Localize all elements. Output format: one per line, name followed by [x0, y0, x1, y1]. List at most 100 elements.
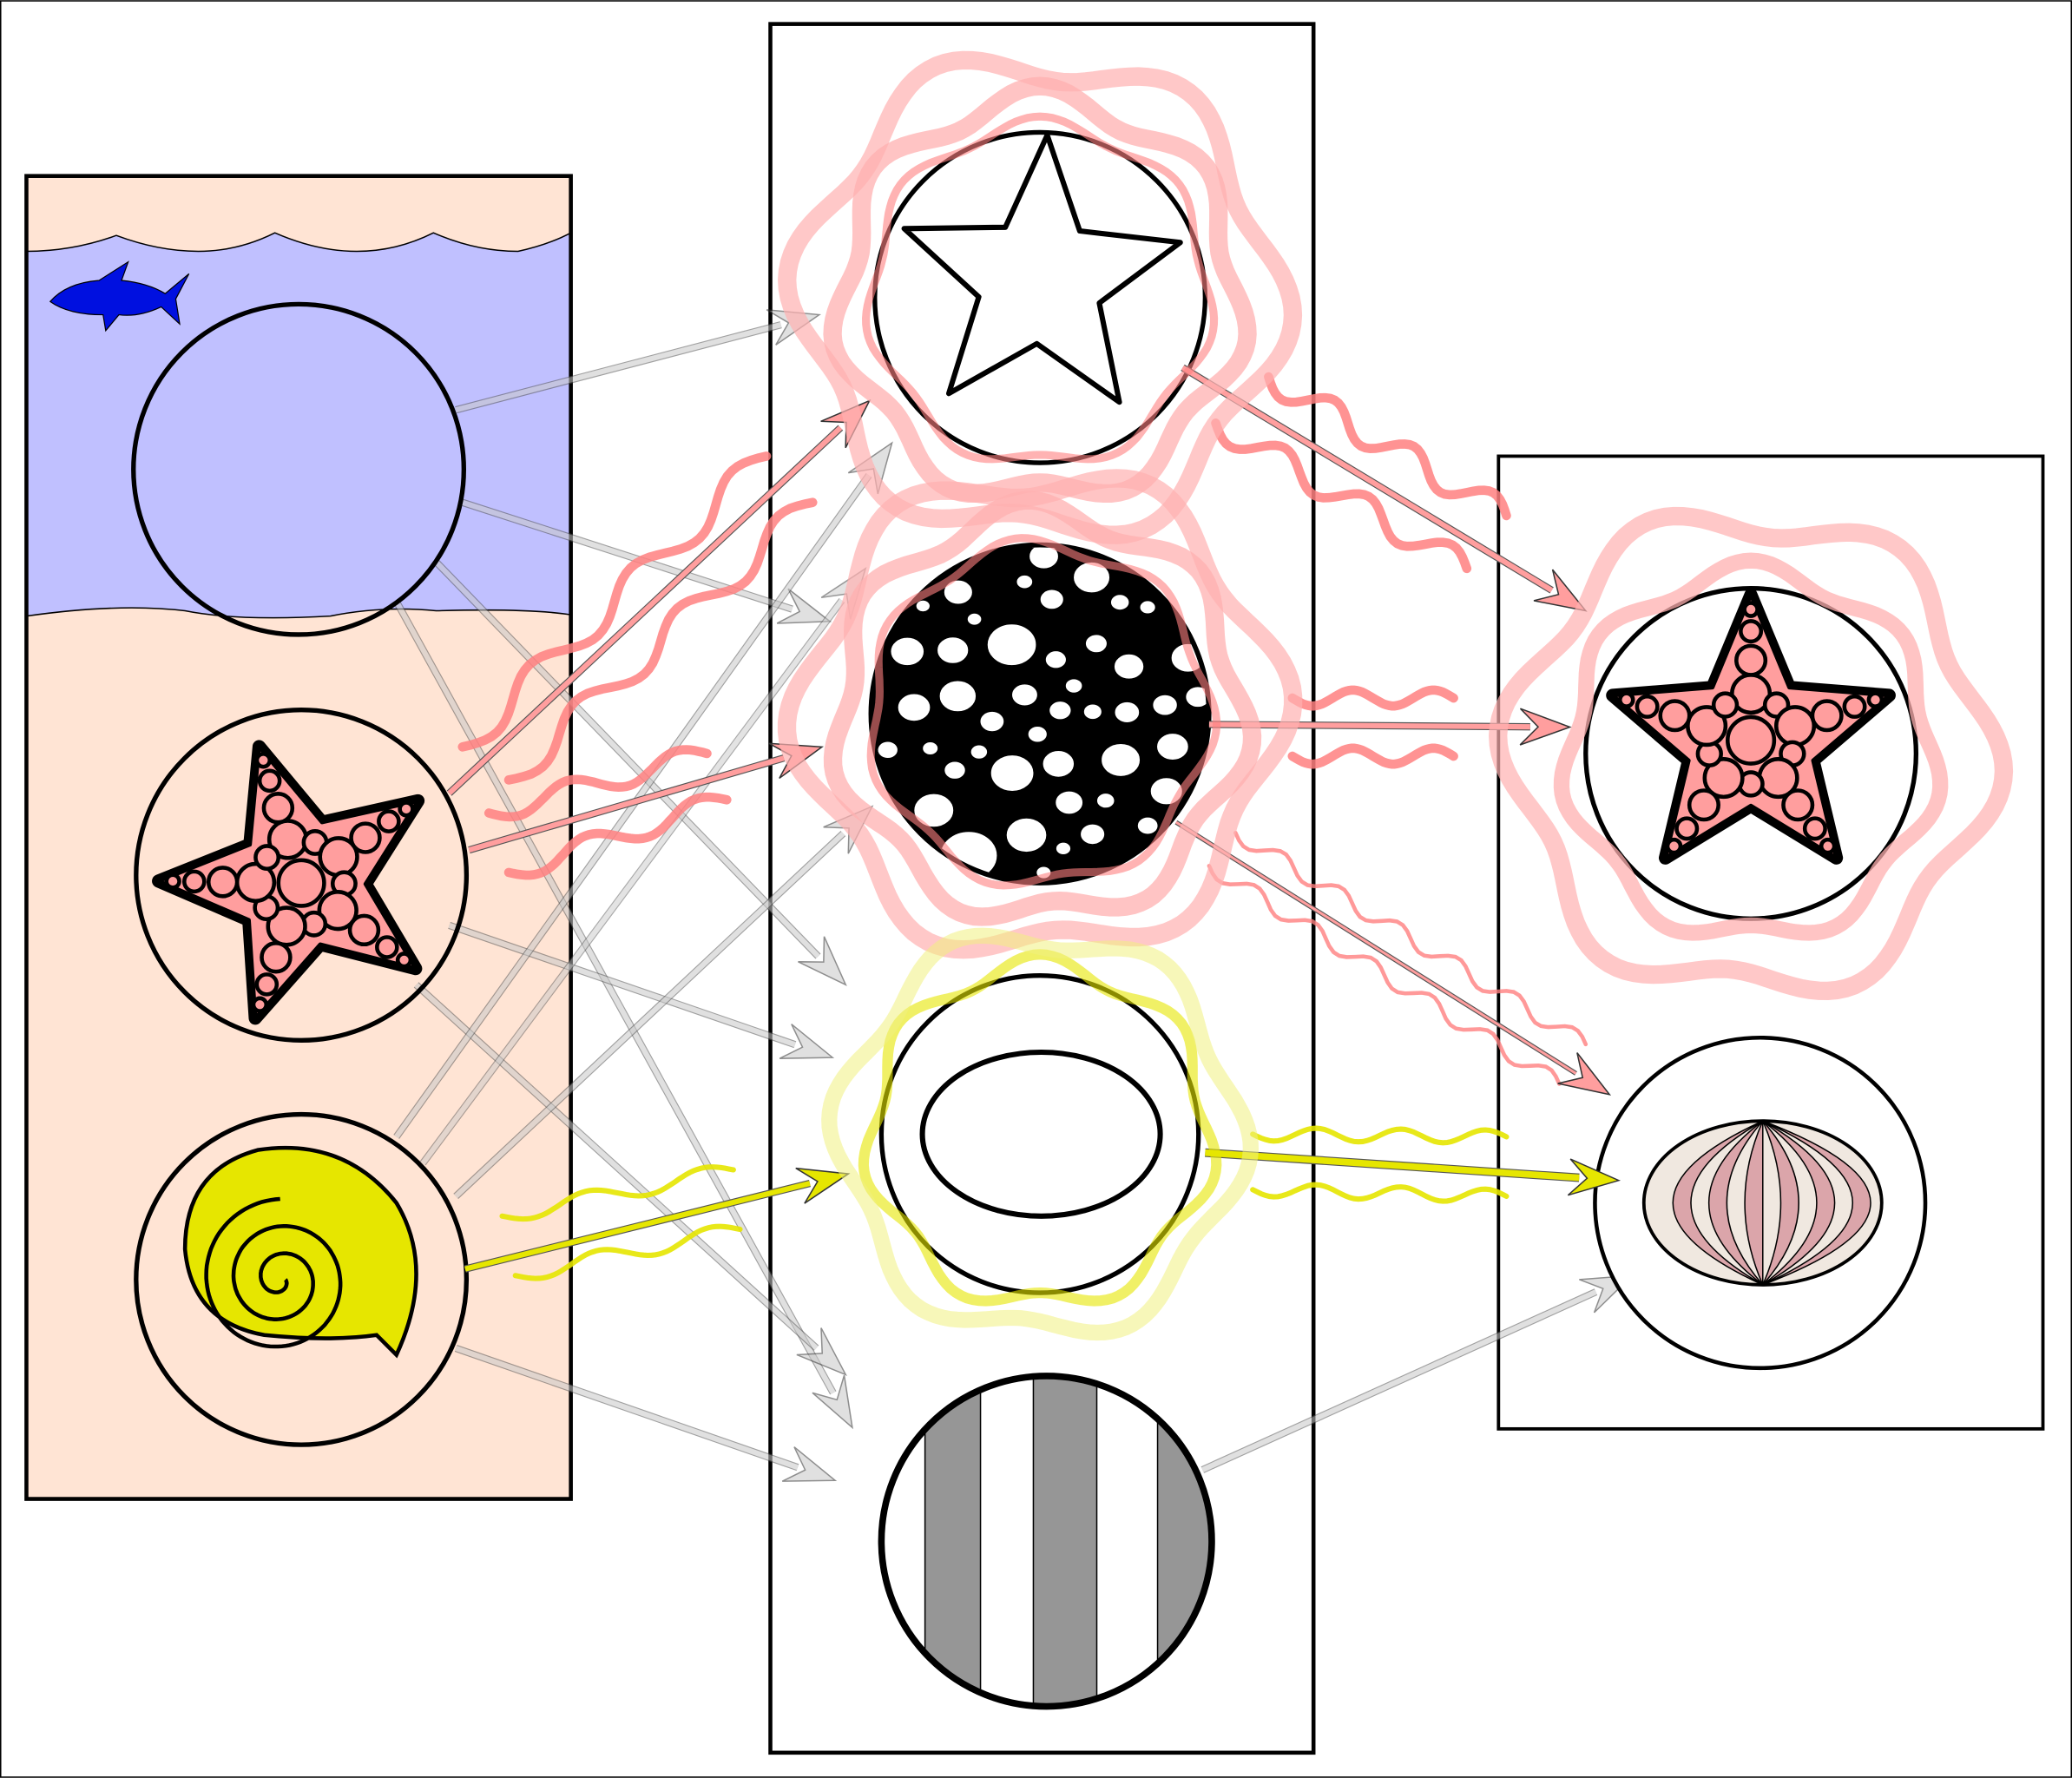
arrow-shaft [434, 560, 820, 958]
starfish-spot [1739, 619, 1764, 644]
glow-ring [823, 491, 1262, 926]
starfish-spot [276, 858, 326, 908]
gray-arrow [448, 921, 835, 1059]
bubble [1137, 598, 1158, 616]
starfish-spot [253, 844, 281, 872]
starfish-spot [1810, 699, 1844, 733]
wavy-line [1211, 418, 1472, 574]
starfish-spot [1866, 691, 1885, 708]
bubble [1112, 699, 1142, 726]
starfish-spot [1687, 788, 1720, 822]
arrow-shaft [1208, 721, 1530, 730]
starfish-spot [266, 905, 307, 947]
bubble [875, 739, 900, 761]
glow-ring [1489, 506, 2014, 1001]
glow-ring [777, 469, 1303, 959]
arrowhead [776, 588, 832, 624]
wavy-line [1250, 1125, 1510, 1146]
starfish-spot [1773, 705, 1817, 747]
wavy-line [1250, 1182, 1510, 1204]
starfish-spot [254, 752, 273, 769]
bubble [1053, 840, 1074, 858]
bubble [888, 635, 927, 668]
bubble [1078, 821, 1108, 847]
bubble [964, 610, 984, 628]
starfish-icon [1606, 588, 1896, 865]
arrowhead [796, 1327, 847, 1376]
starfish-spot [260, 941, 293, 974]
arrow-shaft [394, 473, 872, 1139]
starfish-spot [164, 873, 181, 890]
arrow-shaft [420, 598, 845, 1165]
starfish-spot [1658, 699, 1692, 733]
starfish-spot [1725, 714, 1777, 766]
starfish-spot [395, 952, 413, 969]
starfish-spot [377, 809, 401, 833]
bubble [1062, 676, 1085, 695]
starfish-spot [1617, 691, 1635, 708]
bubble [1047, 699, 1074, 722]
bubble [1053, 788, 1086, 817]
bubble [941, 577, 975, 607]
pink-arrow [1174, 820, 1612, 1096]
starfish-spot [347, 913, 381, 947]
arrow-shaft [468, 755, 785, 853]
starfish-spot [349, 821, 382, 854]
arrowhead [1567, 1158, 1621, 1196]
arrow-shaft [455, 1346, 799, 1471]
wavy-line [1264, 372, 1511, 521]
bubble [984, 622, 1039, 668]
starfish-spot [1702, 757, 1745, 800]
bubble [1108, 592, 1132, 613]
starfish-spot [254, 972, 280, 997]
wavy-line [1287, 685, 1458, 711]
arrowhead [812, 1374, 853, 1430]
fish-icon [49, 260, 190, 333]
bubble [935, 635, 971, 666]
wavy-line [1287, 743, 1458, 769]
arrow-shaft [1201, 1289, 1597, 1472]
bubble [1025, 723, 1049, 745]
arrowhead [1533, 569, 1588, 612]
yellow-arrow [464, 1167, 851, 1273]
bubble [1037, 587, 1066, 612]
glow-ring [858, 949, 1222, 1307]
glow-ring [778, 50, 1303, 544]
starfish-spot [1711, 691, 1740, 719]
bubble [1014, 572, 1036, 591]
wavy-line [499, 1164, 736, 1222]
wavy-line [503, 792, 732, 880]
starfish-icon [152, 740, 425, 1025]
bubble [1150, 692, 1180, 718]
starfish-spot [1665, 837, 1683, 855]
arrow-shaft [414, 983, 819, 1351]
bubble [942, 759, 968, 781]
bubble [1082, 632, 1109, 655]
pink-arrow [1208, 708, 1572, 746]
middle-panel [768, 22, 1316, 1755]
yellow-arrow [1205, 1148, 1621, 1196]
bubble [1135, 814, 1161, 837]
glow-ring [862, 112, 1219, 464]
wavy-line [457, 451, 772, 752]
bubble [1009, 682, 1040, 708]
starfish-spot [261, 792, 295, 825]
glow-ring [821, 927, 1260, 1341]
gray-arrows [393, 309, 1635, 1482]
starfish-spot [251, 996, 269, 1013]
wavy-line [1207, 864, 1562, 1086]
bubble [937, 678, 979, 714]
starfish-spot [1781, 788, 1815, 822]
wavy-line [1233, 831, 1589, 1047]
bubble [1043, 649, 1069, 671]
arrow-shaft [454, 831, 845, 1199]
bubble [1111, 651, 1147, 682]
starfish-node [134, 708, 470, 1043]
bubble [1081, 701, 1104, 722]
glows [457, 372, 1589, 1281]
stripes-node [878, 1373, 1215, 1710]
starfish-spot [1742, 601, 1760, 618]
gray-arrow [413, 982, 847, 1376]
starfish-spot [1802, 816, 1827, 841]
